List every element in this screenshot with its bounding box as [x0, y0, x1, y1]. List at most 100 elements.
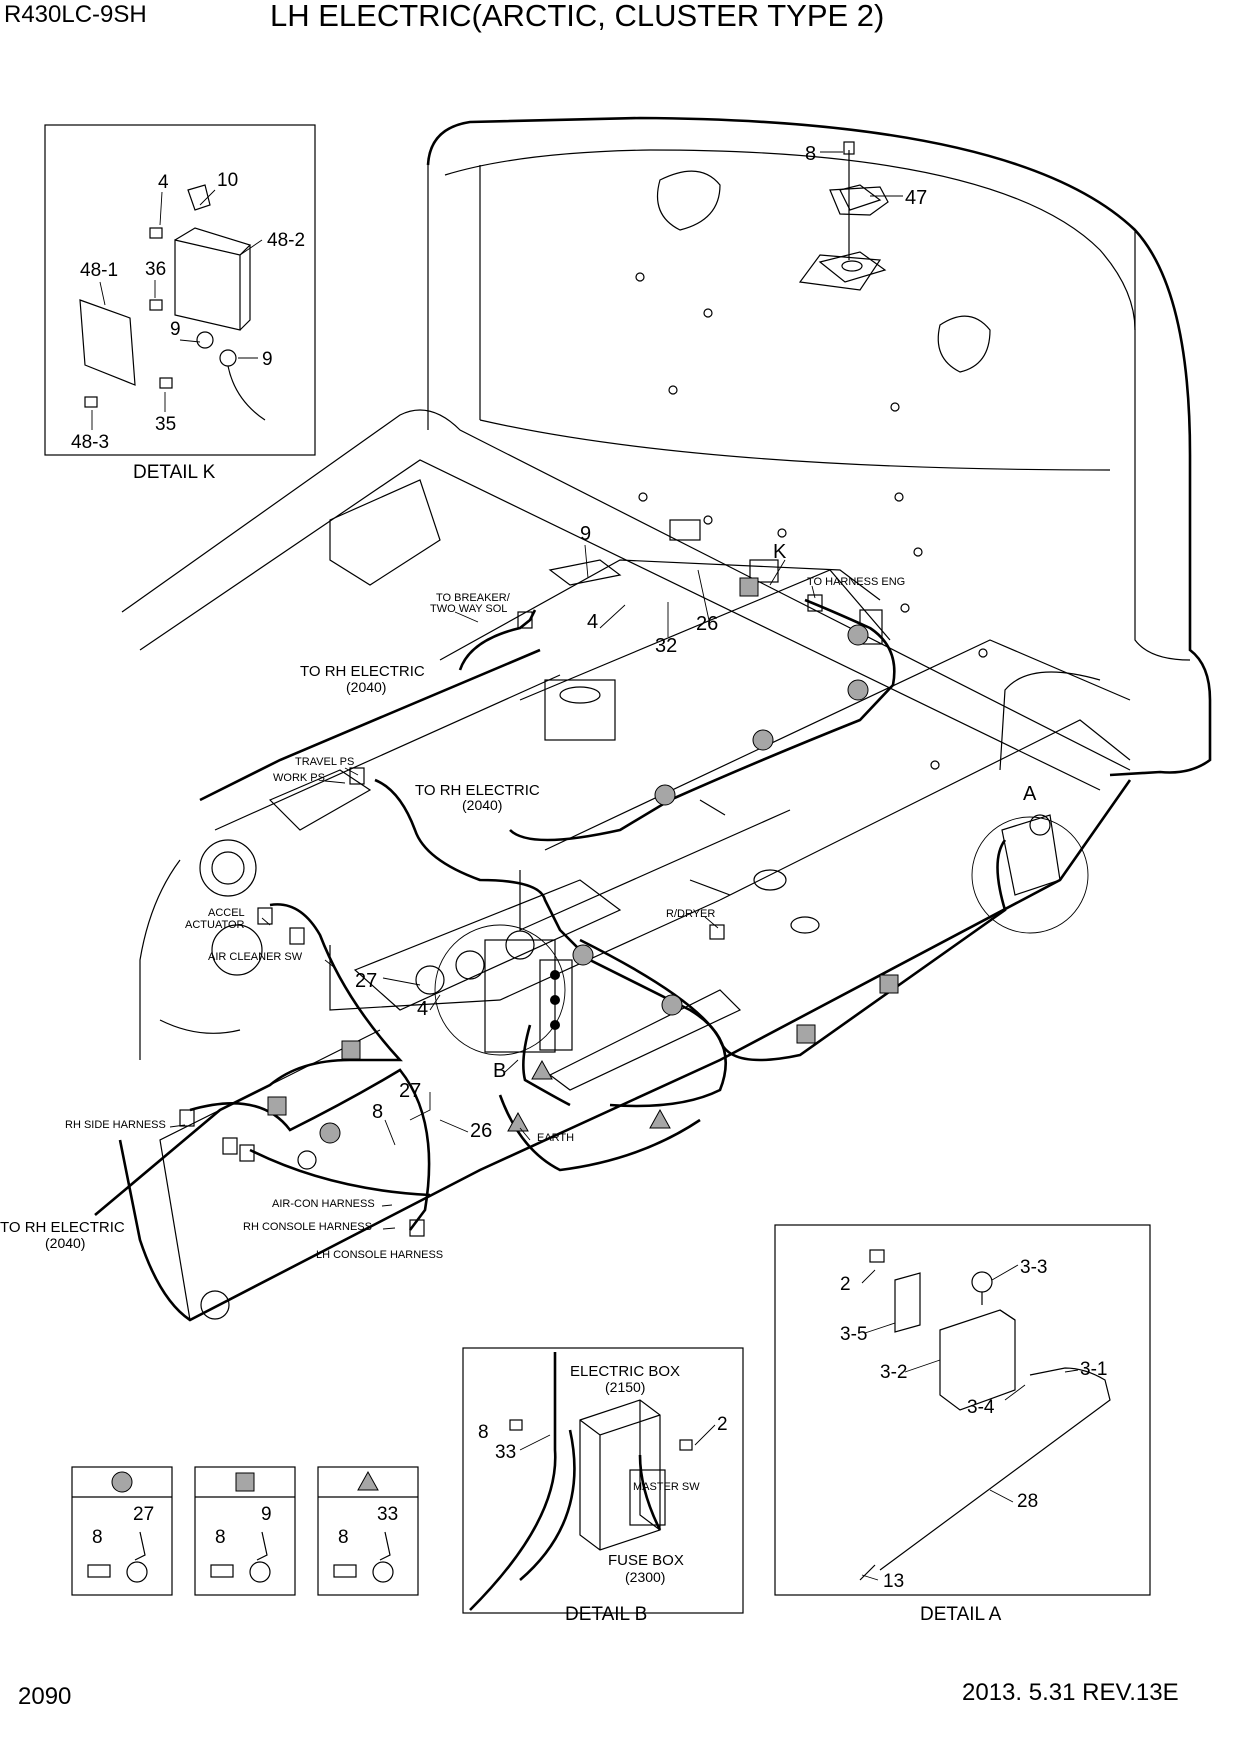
label-to-rh-electric-3: TO RH ELECTRIC: [0, 1219, 125, 1236]
label-to-harness-eng: TO HARNESS ENG: [807, 576, 905, 588]
part-number: 35: [155, 414, 176, 435]
part-number: 4: [417, 998, 428, 1020]
part-number: 2: [717, 1414, 728, 1435]
bolt-holes: [635, 272, 988, 770]
part-number: 47: [905, 187, 927, 209]
part-number: 48-3: [71, 432, 109, 453]
detail-b-caption: DETAIL B: [565, 1604, 647, 1625]
clamp-markers: [267, 577, 899, 1144]
bolt: [84, 227, 173, 408]
label-work-ps: WORK PS: [273, 772, 325, 784]
circle-clamp-marker: [752, 729, 774, 751]
square-clamp-marker: [739, 577, 759, 597]
wiring-harness: [94, 598, 1007, 1231]
part-number: 3-3: [1020, 1257, 1047, 1278]
label-electric-box-ref: (2150): [605, 1379, 645, 1395]
label-to-rh-electric-2: TO RH ELECTRIC: [415, 782, 540, 799]
part-number: 36: [145, 259, 166, 280]
bracket-assembly-47: [818, 141, 903, 283]
detail-a-caption: DETAIL A: [920, 1604, 1002, 1625]
part-number: 32: [655, 635, 677, 657]
part-number: 26: [696, 613, 718, 635]
circle-clamp-marker: [572, 944, 594, 966]
legend-triangle: 8 33: [317, 1466, 419, 1596]
triangle-clamp-marker: [531, 1059, 553, 1080]
label-travel-ps: TRAVEL PS: [295, 756, 354, 768]
legend-clamp-number: 27: [133, 1504, 154, 1525]
legend-circle: 8 27: [71, 1466, 173, 1596]
label-electric-box: ELECTRIC BOX: [570, 1363, 680, 1380]
label-air-cleaner-sw: AIR CLEANER SW: [208, 951, 303, 963]
detail-k-caption: DETAIL K: [133, 462, 216, 483]
label-r-dryer: R/DRYER: [666, 908, 715, 920]
clamp-legend: 8 27 8 9 8 33: [71, 1466, 419, 1596]
legend-clamp-number: 9: [261, 1504, 272, 1525]
part-callouts: 8 47 9 K 4 32 26 A 27 4 B 27 8 26: [355, 143, 1037, 1146]
circle-clamp-marker: [654, 784, 676, 806]
part-number: 8: [478, 1422, 489, 1443]
part-number: 3-5: [840, 1324, 867, 1345]
label-ref-2040-2: (2040): [462, 797, 502, 813]
triangle-clamp-marker: [507, 1111, 529, 1132]
part-number: 4: [587, 611, 598, 633]
part-number: 10: [217, 170, 238, 191]
part-number: B: [493, 1060, 506, 1082]
label-earth: EARTH: [537, 1132, 574, 1144]
legend-bolt-number: 8: [338, 1527, 349, 1548]
legend-clamp-number: 33: [377, 1504, 398, 1525]
part-number: 4: [158, 172, 169, 193]
part-number: 33: [495, 1442, 516, 1463]
legend-square: 8 9: [194, 1466, 296, 1596]
label-ref-2040: (2040): [346, 679, 386, 695]
part-number: 8: [372, 1101, 383, 1123]
part-number: K: [773, 541, 787, 563]
part-number: 9: [580, 523, 591, 545]
circle-clamp-marker: [319, 1122, 341, 1144]
part-number: 48-2: [267, 230, 305, 251]
part-number: 9: [170, 319, 181, 340]
part-number: 27: [355, 970, 377, 992]
label-to-rh-electric: TO RH ELECTRIC: [300, 663, 425, 680]
upper-frame-drawing: [118, 116, 1212, 1322]
label-master-sw: MASTER SW: [633, 1481, 700, 1493]
page-number: 2090: [18, 1683, 71, 1710]
part-number: 13: [883, 1571, 904, 1592]
square-clamp-marker: [796, 1024, 816, 1044]
square-clamp-marker: [879, 974, 899, 994]
part-number: 9: [262, 349, 273, 370]
circle-clamp-marker: [661, 994, 683, 1016]
label-air-con-harness: AIR-CON HARNESS: [272, 1198, 375, 1210]
detail-b: DETAIL B ELECTRIC BOX (2150) MASTER SW F…: [462, 1347, 744, 1625]
model-number: R430LC-9SH: [4, 1, 147, 28]
label-two-way-sol: TWO WAY SOL: [430, 603, 507, 615]
part-number: 3-2: [880, 1362, 907, 1383]
legend-bolt-number: 8: [92, 1527, 103, 1548]
part-number: 3-1: [1080, 1359, 1107, 1380]
part-number: A: [1023, 783, 1037, 805]
label-accel: ACCEL: [208, 907, 245, 919]
square-clamp-marker: [341, 1040, 361, 1060]
part-number: 28: [1017, 1491, 1038, 1512]
detail-a: DETAIL A 2 3-3 3-5 3-2 3-1 3-4 28 13: [774, 1224, 1151, 1625]
label-rh-console-harness: RH CONSOLE HARNESS: [243, 1221, 372, 1233]
circle-clamp-marker: [847, 624, 869, 646]
label-to-breaker: TO BREAKER/: [436, 592, 511, 604]
square-clamp-marker: [267, 1096, 287, 1116]
part-number: 48-1: [80, 260, 118, 281]
label-fuse-box-ref: (2300): [625, 1569, 665, 1585]
detail-k: DETAIL K 4 10 48-2 48-1 36 9 9 35 48-3: [44, 124, 316, 483]
part-number: 27: [399, 1080, 421, 1102]
part-number: 26: [470, 1120, 492, 1142]
label-rh-side-harness: RH SIDE HARNESS: [65, 1119, 166, 1131]
label-actuator: ACTUATOR: [185, 919, 245, 931]
label-lh-console-harness: LH CONSOLE HARNESS: [316, 1249, 443, 1261]
legend-bolt-number: 8: [215, 1527, 226, 1548]
legend-circle-symbol: [111, 1471, 133, 1493]
revision-note: 2013. 5.31 REV.13E: [962, 1679, 1179, 1706]
circle-clamp-marker: [847, 679, 869, 701]
legend-triangle-symbol: [357, 1470, 379, 1491]
part-number: 8: [805, 143, 816, 165]
part-number: 3-4: [967, 1397, 995, 1418]
label-fuse-box: FUSE BOX: [608, 1552, 684, 1569]
